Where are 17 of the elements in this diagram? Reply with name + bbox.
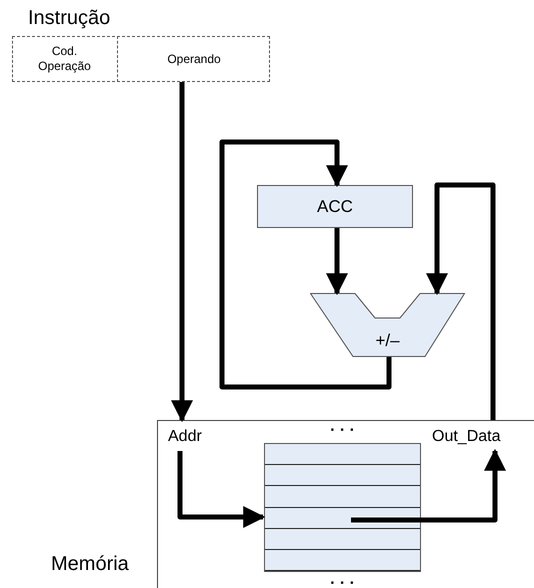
operation-label: +/– xyxy=(374,331,401,351)
alu-shape xyxy=(310,293,465,357)
ellipsis: · · · xyxy=(329,422,356,440)
register-box: ACC xyxy=(257,185,413,228)
port-label: Addr xyxy=(168,428,202,446)
arrow xyxy=(171,82,193,422)
arrow xyxy=(351,448,506,522)
heading: Instrução xyxy=(28,7,110,30)
arrow xyxy=(326,228,348,296)
arrow xyxy=(178,451,266,528)
ellipsis: · · · xyxy=(329,575,356,588)
heading: Memória xyxy=(51,553,129,576)
arrow xyxy=(426,182,496,420)
field-label: Operando xyxy=(117,36,270,82)
arrow xyxy=(220,140,392,390)
port-label: Out_Data xyxy=(432,428,500,446)
field-label: Cod. Operação xyxy=(12,36,117,82)
